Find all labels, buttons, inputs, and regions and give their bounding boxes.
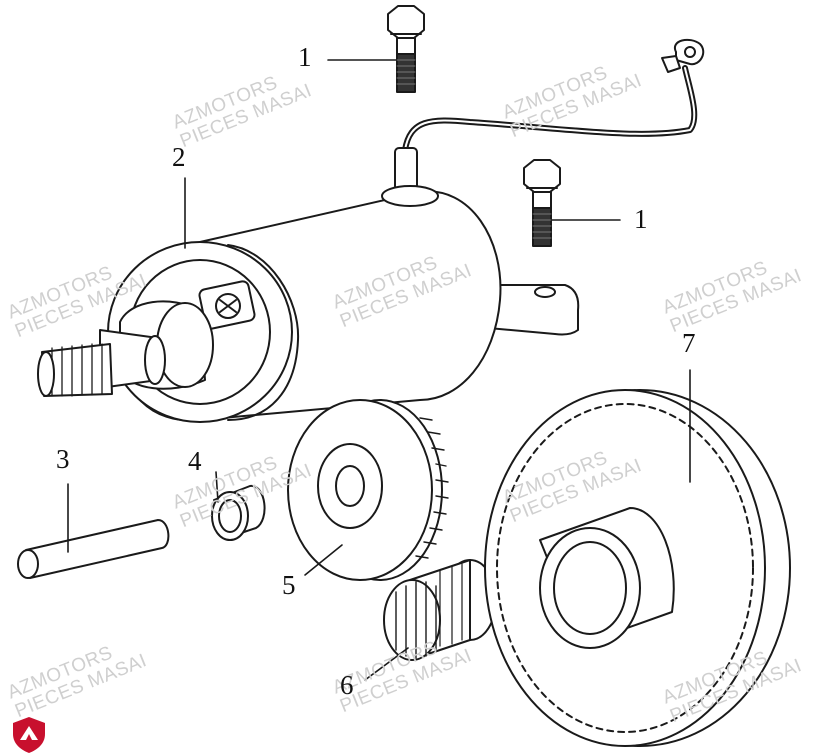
callout-1-right: 1 [634,204,648,234]
callout-3: 3 [56,444,70,474]
starter-motor [37,185,580,423]
bolt-top [387,5,425,93]
callout-4: 4 [188,446,202,476]
idler-gear [287,399,449,581]
leader-lines [67,59,691,681]
bushing [211,485,266,541]
callout-1-top: 1 [298,42,312,72]
bolt-right [523,159,561,247]
starter-driven-gear [484,389,791,747]
callout-7: 7 [682,328,696,358]
callout-5: 5 [282,570,296,600]
needle-bearing [383,559,497,661]
starter-cable [394,38,705,191]
callout-2: 2 [172,142,186,172]
shaft-pin [17,519,170,579]
callout-6: 6 [340,670,354,700]
brand-logo [13,717,45,753]
